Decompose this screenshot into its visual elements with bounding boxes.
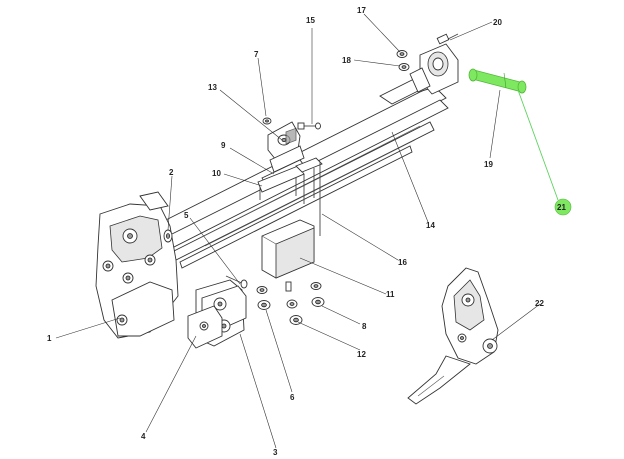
callout-12: 12 bbox=[357, 350, 366, 359]
callout-13: 13 bbox=[208, 83, 217, 92]
callout-8: 8 bbox=[362, 322, 367, 331]
callout-14: 14 bbox=[426, 221, 435, 230]
rear-bracket-22[interactable] bbox=[407, 267, 499, 405]
callout-19: 19 bbox=[484, 160, 493, 169]
callout-15: 15 bbox=[306, 16, 315, 25]
nut-12[interactable] bbox=[285, 281, 303, 325]
callout-7: 7 bbox=[254, 50, 259, 59]
washer-18[interactable] bbox=[398, 63, 410, 71]
washer-group[interactable] bbox=[256, 282, 322, 294]
bolt-2[interactable] bbox=[163, 229, 173, 243]
callout-20: 20 bbox=[493, 18, 502, 27]
shackle-eye-20[interactable] bbox=[409, 33, 459, 95]
callout-5: 5 bbox=[184, 211, 189, 220]
pin-21-highlighted[interactable] bbox=[468, 68, 527, 94]
callout-10: 10 bbox=[212, 169, 221, 178]
nut-8[interactable] bbox=[311, 297, 325, 307]
front-hanger-bracket-1[interactable] bbox=[95, 191, 179, 339]
u-bolt-10[interactable] bbox=[257, 157, 323, 236]
shackle-plate-4[interactable] bbox=[187, 305, 223, 349]
callout-21-highlight bbox=[554, 198, 572, 216]
callout-11: 11 bbox=[386, 290, 395, 299]
nut-6[interactable] bbox=[257, 300, 271, 310]
nut-17[interactable] bbox=[396, 50, 408, 58]
bolt-5[interactable] bbox=[225, 275, 248, 289]
callout-9: 9 bbox=[221, 141, 226, 150]
callout-1: 1 bbox=[47, 334, 52, 343]
callout-18: 18 bbox=[342, 56, 351, 65]
callout-4: 4 bbox=[141, 432, 146, 441]
bolt-15[interactable] bbox=[297, 122, 321, 130]
callout-21: 21 bbox=[557, 203, 566, 212]
callout-2: 2 bbox=[169, 168, 174, 177]
leader-lines bbox=[55, 13, 559, 449]
callout-17: 17 bbox=[357, 6, 366, 15]
callout-16: 16 bbox=[398, 258, 407, 267]
callout-22: 22 bbox=[535, 299, 544, 308]
axle-pad-11[interactable] bbox=[261, 127, 315, 279]
callout-labels: 1 2 3 4 5 6 7 8 9 10 11 12 13 14 15 16 1… bbox=[47, 6, 572, 457]
nut-7[interactable] bbox=[262, 117, 272, 125]
callout-6: 6 bbox=[290, 393, 295, 402]
callout-3: 3 bbox=[273, 448, 278, 457]
